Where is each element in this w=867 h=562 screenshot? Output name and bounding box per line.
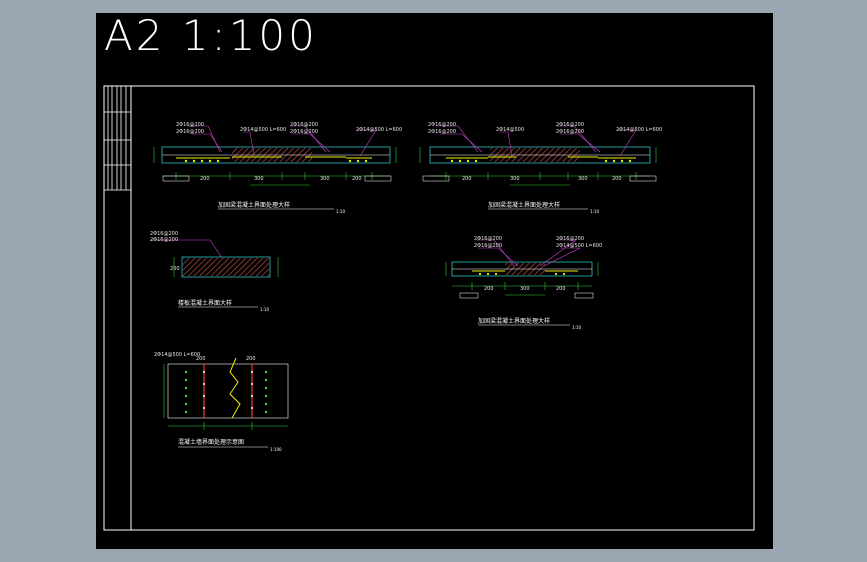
beam-3-label-d: 2Φ14@500 L=600 — [556, 243, 602, 249]
slab-label-a: 2Φ16@200 — [150, 231, 178, 237]
sheet-title: A2 1:100 — [104, 11, 318, 60]
beam-1-dim-b: 300 — [254, 176, 264, 182]
beam-1-dim-c: 300 — [320, 176, 330, 182]
beam-2-label-f: 2Φ14@500 L=600 — [616, 127, 662, 133]
beam-1-label-c: 2Φ14@500 L=600 — [240, 127, 286, 133]
detail-slab: 2Φ16@200 2Φ16@200 200 楼板混凝土界面大样 1:10 — [150, 231, 279, 312]
slab-dim-a: 200 — [170, 266, 180, 272]
beam-3-label-a: 2Φ16@200 — [474, 236, 502, 242]
slab-label-b: 2Φ16@200 — [150, 237, 178, 243]
beam-3-scale: 1:10 — [572, 325, 581, 330]
wall-label-b: 200 — [196, 356, 206, 362]
detail-beam-2: 2Φ16@200 2Φ16@200 2Φ14@500 2Φ16@200 2Φ16… — [419, 122, 662, 214]
drawing-frame — [103, 85, 755, 531]
wall-label-a: 2Φ14@500 L=600 — [154, 352, 200, 358]
beam-3-label-b: 2Φ16@200 — [474, 243, 502, 249]
beam-2-dim-b: 300 — [510, 176, 520, 182]
beam-2-dim-d: 200 — [612, 176, 622, 182]
beam-2-dim-c: 300 — [578, 176, 588, 182]
beam-2-dim-a: 200 — [462, 176, 472, 182]
drawing-sheet — [96, 13, 773, 549]
beam-2-label-c: 2Φ14@500 — [496, 127, 524, 133]
wall-outline — [167, 363, 289, 419]
slab-outline — [181, 256, 271, 278]
detail-beam-1: 2Φ16@200 2Φ16@200 2Φ14@500 L=600 2Φ16@20… — [153, 122, 402, 214]
wall-caption: 混凝土墙界面处理示意图 — [178, 438, 244, 446]
beam-2-label-a: 2Φ16@200 — [428, 122, 456, 128]
beam-3-label-c: 2Φ16@200 — [556, 236, 584, 242]
slab-caption: 楼板混凝土界面大样 — [178, 299, 232, 307]
beam-1-label-d: 2Φ16@200 — [290, 122, 318, 128]
beam-1-caption: 加固梁混凝土界面处理大样 — [218, 201, 290, 209]
beam-1-scale: 1:10 — [336, 209, 345, 214]
beam-3-dim-b: 300 — [520, 286, 530, 292]
beam-2-label-b: 2Φ16@200 — [428, 129, 456, 135]
beam-3-dim-c: 200 — [556, 286, 566, 292]
beam-3-caption: 加固梁混凝土界面处理大样 — [478, 317, 550, 325]
beam-1-dim-a: 200 — [200, 176, 210, 182]
beam-2-caption: 加固梁混凝土界面处理大样 — [488, 201, 560, 209]
detail-wall: 2Φ14@500 L=600 200 200 混凝土墙界面处理示意图 1:100 — [154, 352, 289, 452]
content-frame — [130, 85, 755, 531]
beam-1-dim-d: 200 — [352, 176, 362, 182]
beam-1-label-f: 2Φ14@500 L=600 — [356, 127, 402, 133]
beam-2-label-e: 2Φ16@200 — [556, 129, 584, 135]
slab-hatch — [183, 258, 269, 276]
beam-1-label-b: 2Φ16@200 — [176, 129, 204, 135]
slab-scale: 1:10 — [260, 307, 269, 312]
title-strip — [103, 86, 131, 191]
wall-scale: 1:100 — [270, 447, 282, 452]
beam-1-label-e: 2Φ16@200 — [290, 129, 318, 135]
detail-beam-3: 2Φ16@200 2Φ16@200 2Φ16@200 2Φ14@500 L=60… — [445, 236, 602, 330]
wall-label-c: 200 — [246, 356, 256, 362]
beam-3-dim-a: 200 — [484, 286, 494, 292]
beam-1-label-a: 2Φ16@200 — [176, 122, 204, 128]
beam-2-label-d: 2Φ16@200 — [556, 122, 584, 128]
beam-2-scale: 1:10 — [590, 209, 599, 214]
